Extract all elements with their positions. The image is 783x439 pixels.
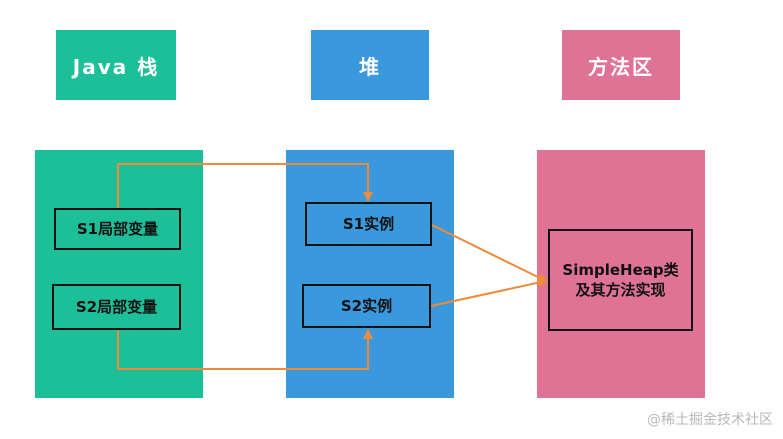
method-area-header-label: 方法区 [588,54,654,79]
s2-instance-label: S2实例 [340,296,393,315]
heap-header: 堆 [311,30,429,100]
s2-instance-box: S2实例 [302,284,431,328]
s2-local-variable-label: S2局部变量 [75,297,158,316]
arrow-s2-local-to-s2-instance [117,329,373,370]
s1-local-variable-label: S1局部变量 [76,219,159,238]
s2-local-variable-box: S2局部变量 [52,284,181,330]
heap-header-label: 堆 [359,54,381,79]
simpleheap-class-line1: SimpleHeap类 [562,260,679,279]
method-area-header: 方法区 [562,30,680,100]
java-stack-header-label: Java 栈 [72,54,160,79]
simpleheap-class-box: SimpleHeap类 及其方法实现 [548,229,693,331]
watermark: @稀土掘金技术社区 [647,412,773,428]
method-area-panel [537,150,705,398]
simpleheap-class-line2: 及其方法实现 [575,281,666,299]
arrow-s1-instance-to-class [431,224,548,282]
arrow-s1-local-to-s1-instance [117,163,373,208]
java-stack-header: Java 栈 [56,30,176,100]
s1-local-variable-box: S1局部变量 [54,208,181,250]
heap-panel [286,150,454,398]
s1-instance-label: S1实例 [342,214,395,233]
arrow-s2-instance-to-class [430,277,548,307]
s1-instance-box: S1实例 [305,202,432,246]
